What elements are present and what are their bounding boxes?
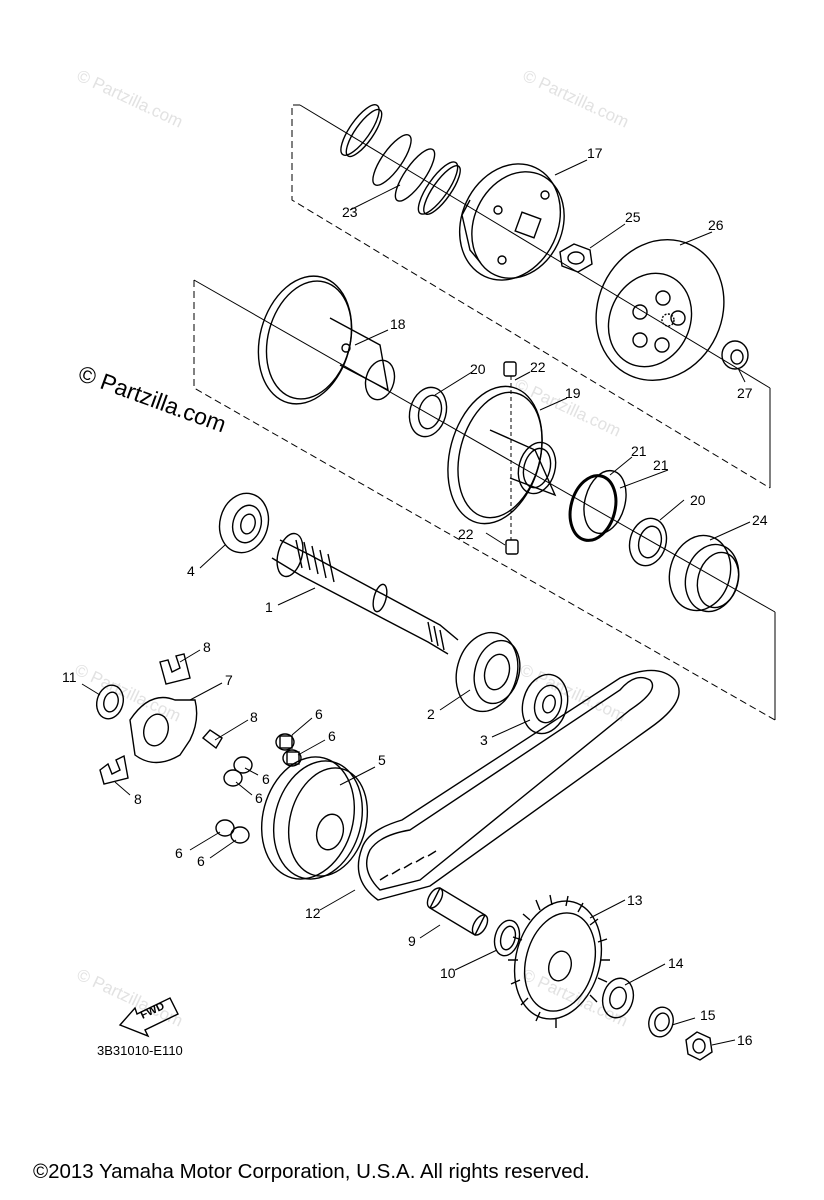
part-clutch-carrier: [458, 163, 565, 281]
callout-11[interactable]: 11: [62, 669, 77, 685]
callout-6[interactable]: 6: [197, 853, 205, 869]
callout-21[interactable]: 21: [631, 443, 647, 459]
callout-6[interactable]: 6: [262, 771, 270, 787]
callout-3[interactable]: 3: [480, 732, 488, 748]
callout-14[interactable]: 14: [668, 955, 684, 971]
callout-8[interactable]: 8: [250, 709, 258, 725]
callout-2[interactable]: 2: [427, 706, 435, 722]
part-oil-seal-20a: [408, 386, 448, 438]
callout-24[interactable]: 24: [752, 512, 768, 528]
callout-10[interactable]: 10: [440, 965, 456, 981]
middle-group-frame: [193, 279, 776, 721]
leader-lines: [81, 159, 751, 1046]
part-one-way-clutch: [601, 977, 635, 1019]
callout-27[interactable]: 27: [737, 385, 753, 401]
callout-16[interactable]: 16: [737, 1032, 753, 1048]
callout-12[interactable]: 12: [305, 905, 321, 921]
part-clutch-housing: [595, 238, 725, 382]
part-bearing-4: [218, 492, 270, 554]
part-primary-fixed-sheave: [508, 894, 610, 1028]
callout-8[interactable]: 8: [134, 791, 142, 807]
part-washer-11: [95, 684, 125, 720]
callout-5[interactable]: 5: [378, 752, 386, 768]
part-primary-shaft: [271, 532, 459, 655]
callout-20[interactable]: 20: [690, 492, 706, 508]
callout-6[interactable]: 6: [175, 845, 183, 861]
callout-8[interactable]: 8: [203, 639, 211, 655]
part-washer-10: [493, 919, 521, 957]
part-oil-seal-20b: [628, 517, 668, 567]
part-nut-27: [721, 340, 749, 370]
part-collar: [426, 887, 489, 936]
part-weights: [215, 733, 302, 844]
callout-13[interactable]: 13: [627, 892, 643, 908]
part-nut-16: [685, 1031, 713, 1061]
callout-7[interactable]: 7: [225, 672, 233, 688]
callout-22[interactable]: 22: [458, 526, 474, 542]
callout-20[interactable]: 20: [470, 361, 486, 377]
callout-6[interactable]: 6: [315, 706, 323, 722]
callout-15[interactable]: 15: [700, 1007, 716, 1023]
callout-9[interactable]: 9: [408, 933, 416, 949]
part-secondary-fixed-sheave: [257, 275, 396, 405]
callout-23[interactable]: 23: [342, 204, 358, 220]
upper-group-frame: [291, 104, 771, 489]
part-v-belt: [357, 669, 680, 901]
callout-21[interactable]: 21: [653, 457, 669, 473]
part-o-rings: [568, 469, 627, 542]
callout-4[interactable]: 4: [187, 563, 195, 579]
part-secondary-sliding-sheave: [447, 385, 557, 525]
callout-22[interactable]: 22: [530, 359, 546, 375]
copyright-footer: ©2013 Yamaha Motor Corporation, U.S.A. A…: [33, 1160, 590, 1183]
callout-26[interactable]: 26: [708, 217, 724, 233]
part-bearing-2: [455, 631, 521, 713]
part-nut-25: [559, 243, 593, 273]
part-compression-spring: [340, 104, 461, 216]
callout-1[interactable]: 1: [265, 599, 273, 615]
diagram-code: 3B31010-E110: [97, 1043, 183, 1058]
callout-6[interactable]: 6: [255, 790, 263, 806]
part-primary-sliding-sheave: [260, 756, 369, 880]
callout-18[interactable]: 18: [390, 316, 406, 332]
fwd-arrow-icon: [118, 997, 179, 1038]
callout-17[interactable]: 17: [587, 145, 603, 161]
callout-19[interactable]: 19: [565, 385, 581, 401]
part-washer-15: [648, 1006, 674, 1038]
callout-6[interactable]: 6: [328, 728, 336, 744]
callout-25[interactable]: 25: [625, 209, 641, 225]
part-spring-seat: [668, 534, 740, 613]
part-bearing-3: [521, 673, 569, 735]
part-cam: [129, 696, 198, 764]
part-sliders: [99, 653, 223, 785]
